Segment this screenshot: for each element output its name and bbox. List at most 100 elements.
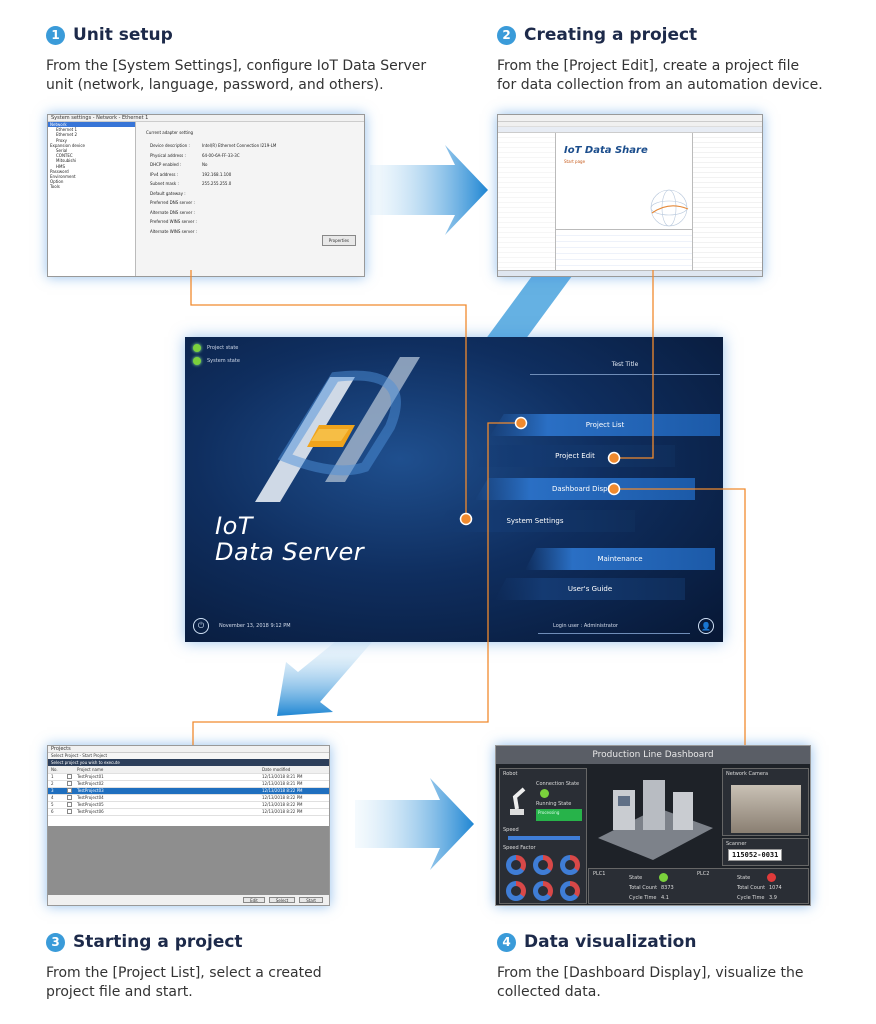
properties-button[interactable]: Properties: [321, 235, 356, 246]
connection-state-label: Connection State: [536, 781, 580, 787]
date-modified: 12/13/2018 8:21 PM: [259, 773, 319, 781]
project-name: TestProject06: [74, 808, 259, 816]
step-2: 2 Creating a project From the [Project E…: [497, 25, 823, 95]
field-value: 64-00-6A-FF-33-3C: [202, 152, 240, 158]
row-flag: [319, 794, 329, 802]
tree-item[interactable]: Ethernet 2: [56, 132, 78, 138]
date-modified: 12/13/2018 8:22 PM: [259, 794, 319, 802]
menu-dashboard-display[interactable]: Dashboard Display: [475, 478, 695, 500]
field-row: Preferred WINS server :: [146, 217, 354, 227]
plc2-cycle-label: Cycle Time: [737, 895, 765, 901]
checkbox-icon[interactable]: [67, 787, 72, 793]
menu-users-guide[interactable]: User's Guide: [495, 578, 685, 600]
field-row: DHCP enabled :No: [146, 160, 354, 170]
menu-project-edit[interactable]: Project Edit: [475, 445, 675, 467]
table-header: No. Project name Date modified: [48, 766, 329, 774]
menu-project-list[interactable]: Project List: [490, 414, 720, 436]
project-name: TestProject01: [74, 773, 259, 781]
step-description-line: From the [Dashboard Display], visualize …: [497, 965, 804, 981]
row-number: 1: [48, 773, 64, 781]
field-key: Subnet mask :: [150, 181, 179, 187]
network-camera-label: Network Camera: [726, 771, 769, 777]
properties-panel[interactable]: [692, 133, 762, 270]
field-key: Device description :: [150, 143, 190, 149]
robot-panel: Robot Connection State Running State Pro…: [499, 768, 587, 904]
tree-item[interactable]: Network: [48, 122, 135, 128]
speed-bar: [508, 836, 580, 840]
tree-item[interactable]: Password: [50, 168, 69, 174]
tree-item[interactable]: Option: [50, 179, 64, 185]
field-row: Physical address :64-00-6A-FF-33-3C: [146, 151, 354, 161]
row-flag: [319, 773, 329, 781]
column-header: No.: [48, 766, 64, 774]
row-checkbox[interactable]: [64, 780, 74, 788]
tree-item[interactable]: HMS: [56, 163, 65, 169]
field-key: Alternate WINS server :: [150, 228, 197, 234]
edit-button[interactable]: Edit: [243, 897, 265, 903]
row-number: 2: [48, 780, 64, 788]
row-number: 4: [48, 794, 64, 802]
start-page: IoT Data Share Start page: [556, 133, 696, 229]
checkbox-icon[interactable]: [67, 773, 72, 779]
step-description: From the [Project Edit], create a projec…: [497, 57, 823, 95]
tree-item[interactable]: Mitsubishi: [56, 158, 77, 164]
tree-item[interactable]: Tools: [50, 184, 60, 190]
tree-item[interactable]: Expansion device: [50, 142, 86, 148]
camera-panel: Network Camera: [722, 768, 809, 836]
project-tree[interactable]: [498, 133, 556, 270]
step-description: From the [System Settings], configure Io…: [46, 57, 426, 95]
arrow-diagonal-top: [485, 272, 575, 340]
checkbox-icon[interactable]: [67, 780, 72, 786]
select-button[interactable]: Select: [268, 897, 296, 903]
user-icon[interactable]: 👤: [698, 618, 714, 634]
login-user: Login user : Administrator: [553, 623, 618, 629]
plc2-led-icon: [767, 873, 776, 882]
menu-maintenance[interactable]: Maintenance: [525, 548, 715, 570]
step-1: 1 Unit setup From the [System Settings],…: [46, 25, 426, 95]
menu-bar[interactable]: [498, 122, 762, 127]
date-modified: 12/13/2018 8:22 PM: [259, 787, 319, 795]
checkbox-icon[interactable]: [67, 808, 72, 814]
row-checkbox[interactable]: [64, 787, 74, 795]
iot-logo-icon: [255, 357, 420, 502]
date-modified: 12/13/2018 8:22 PM: [259, 801, 319, 809]
subtitle: Select Project - Start Project: [48, 753, 329, 759]
gauge-icon: [506, 881, 526, 901]
log-list[interactable]: [556, 229, 696, 270]
tree-item[interactable]: Serial: [56, 148, 68, 154]
field-row: Default gateway :: [146, 189, 354, 199]
project-edit-screenshot: IoT Data Share Start page: [497, 114, 763, 277]
field-row: IPv4 address :192.168.1.100: [146, 170, 354, 180]
menu-system-settings[interactable]: System Settings: [435, 510, 635, 532]
iot-data-server-main-screen: Project state System state Test Title Io…: [185, 337, 723, 642]
row-checkbox[interactable]: [64, 773, 74, 781]
tree-item[interactable]: Proxy: [56, 137, 67, 143]
tree-item[interactable]: Environment: [50, 174, 76, 180]
tree-item[interactable]: CONTEC: [56, 153, 73, 159]
row-checkbox[interactable]: [64, 808, 74, 816]
row-checkbox[interactable]: [64, 801, 74, 809]
step-description-line: From the [Project List], select a create…: [46, 965, 322, 981]
plc2-total-label: Total Count: [737, 885, 766, 891]
tree-item[interactable]: Ethernet 1: [56, 127, 78, 133]
start-button[interactable]: Start: [299, 897, 323, 903]
power-icon[interactable]: ⏻: [193, 618, 209, 634]
plc1-label: PLC1: [593, 871, 606, 877]
field-key: Preferred DNS server :: [150, 200, 195, 206]
checkbox-icon[interactable]: [67, 801, 72, 807]
login-area: Login user : Administrator: [538, 618, 690, 634]
field-key: Alternate DNS server :: [150, 209, 195, 215]
footer-buttons: Edit Select Start: [48, 895, 329, 905]
date-time: November 13, 2018 9:12 PM: [219, 623, 291, 629]
row-checkbox[interactable]: [64, 794, 74, 802]
checkbox-icon[interactable]: [67, 794, 72, 800]
toolbar[interactable]: [498, 127, 762, 133]
field-value: Intel(R) Ethernet Connection I219-LM: [202, 143, 277, 149]
